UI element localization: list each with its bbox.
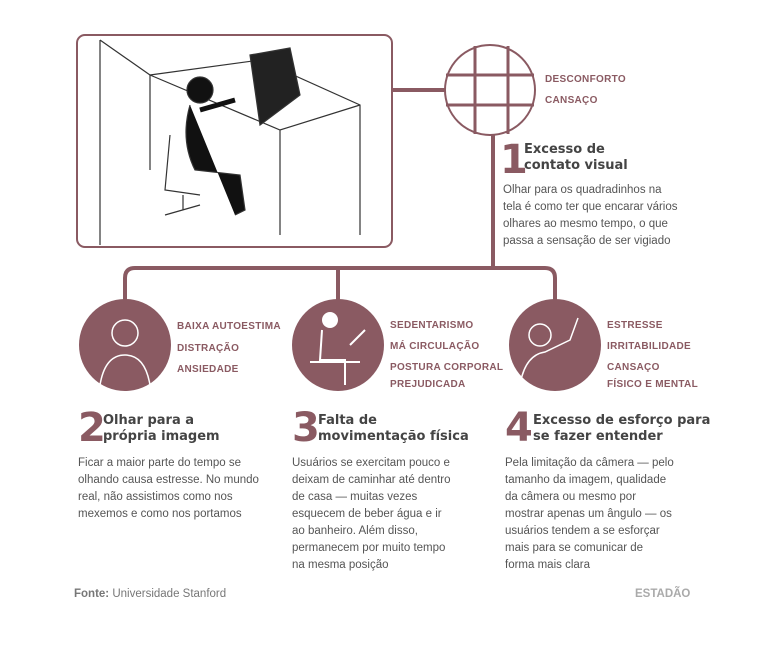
text-line: Olhar para a [103,413,195,428]
text-line: Falta de [318,413,377,428]
tag: POSTURA CORPORAL [390,362,504,373]
text-line: da câmera ou mesmo por [505,491,637,503]
tag: CANSAÇO [545,95,598,106]
text-line: tela é como ter que encarar vários [503,201,678,213]
text-line: usuários tendem a se esforçar [505,525,660,537]
sedentary-icon [292,299,384,391]
item-number: 3 [292,405,320,451]
text-line: própria imagem [103,429,220,444]
text-line: Olhar para os quadradinhos na [503,184,662,196]
text-line: Fonte: [74,588,110,600]
item-body: Ficar a maior parte do tempo se olhando c… [78,455,259,523]
text-line: permanecem por muito tempo [292,542,446,554]
text-line: olhando causa estresse. No mundo [78,474,259,486]
item-body: Olhar para os quadradinhos na tela é como… [503,182,678,250]
item-number: 1 [500,137,528,183]
text-line: Ficar a maior parte do tempo se [78,457,241,469]
video-grid-icon [444,44,536,136]
text-line: de casa — muitas vezes [292,491,418,503]
tag: CANSAÇO [607,362,660,373]
tag: SEDENTARISMO [390,320,474,331]
text-line: esquecem de beber água e ir [292,508,442,520]
person-at-desk-illustration [99,39,361,245]
text-line: Excesso de esforço para [533,413,711,428]
tag: PREJUDICADA [390,379,466,390]
text-line: se fazer entender [533,429,663,444]
item-number: 2 [78,405,106,451]
title-line: Excesso de [524,142,605,157]
text-line: mostrar apenas um ângulo — os [505,508,672,520]
tag: FÍSICO E MENTAL [607,379,698,390]
title-line: contato visual [524,158,628,173]
text-line: tamanho da imagem, qualidade [505,474,667,486]
text-line: mexemos e como nos portamos [78,508,242,520]
tag: ESTRESSE [607,320,663,331]
text-line: deixam de caminhar até dentro [292,474,451,486]
text-line: Pela limitação da câmera — pelo [505,457,674,469]
text-line: movimentação física [318,429,469,444]
source-credit: Fonte: Universidade Stanford [74,588,226,600]
text-line: ao banheiro. Além disso, [292,525,418,537]
tag: DISTRAÇÃO [177,343,240,354]
item-body: Pela limitação da câmera — pelo tamanho d… [505,455,674,574]
tag: DESCONFORTO [545,74,626,85]
item-body: Usuários se exercitam pouco e deixam de c… [292,455,451,574]
gesturing-icon [509,299,601,391]
workspace-illustration-frame [76,34,393,248]
brand-logo: ESTADÃO [635,588,691,600]
text-line: Universidade Stanford [112,588,227,600]
text-line: passa a sensação de ser vigiado [503,235,671,247]
self-image-icon [79,299,171,391]
text-line: real, não assistimos como nos [78,491,233,503]
tag: ANSIEDADE [177,364,239,375]
text-line: mais para se comunicar de [505,542,644,554]
tag: BAIXA AUTOESTIMA [177,321,281,332]
tag: IRRITABILIDADE [607,341,692,352]
text-line: Usuários se exercitam pouco e [292,457,450,469]
item-number: 4 [505,405,533,451]
text-line: na mesma posição [292,559,389,571]
text-line: forma mais clara [505,559,590,571]
text-line: olhares ao mesmo tempo, o que [503,218,668,230]
tag: MÁ CIRCULAÇÃO [390,341,480,352]
